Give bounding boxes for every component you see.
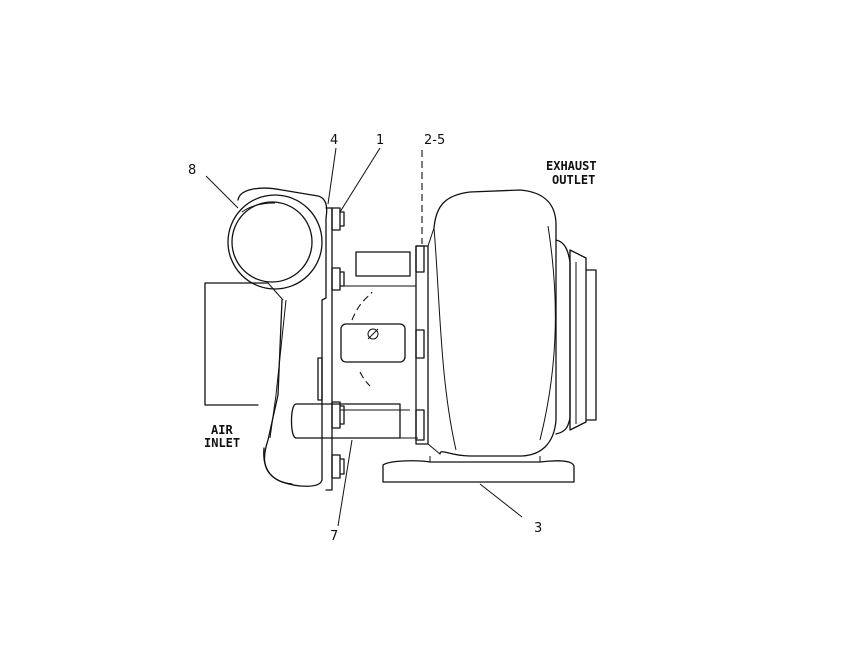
center-housing	[290, 251, 418, 439]
exhaust-outlet-label-line1: EXHAUST	[546, 159, 597, 173]
exhaust-outlet-label-line2: OUTLET	[552, 173, 595, 187]
air-inlet-label-line2: INLET	[204, 436, 240, 450]
leader-8	[205, 175, 239, 209]
callout-3: 3	[534, 521, 542, 536]
compressor-housing	[204, 187, 328, 487]
callout-1: 1	[376, 133, 384, 148]
turbine-housing	[433, 189, 557, 457]
compressor-bolts	[331, 207, 345, 479]
callout-8: 8	[188, 163, 196, 178]
turbine-bolts	[415, 245, 425, 441]
callout-4: 4	[330, 133, 338, 148]
air-inlet-label-line1: AIR	[211, 423, 233, 437]
callout-2-5: 2-5	[424, 133, 445, 148]
exhaust-outlet-flange	[555, 239, 597, 435]
leader-lines	[205, 147, 523, 527]
callout-7: 7	[330, 529, 338, 544]
leader-3	[479, 483, 523, 518]
turbine-mounting-foot	[382, 456, 575, 483]
leader-4	[327, 147, 337, 205]
compressor-outlet-pipe	[227, 194, 323, 290]
leader-7	[337, 439, 353, 527]
compressor-flange-plate	[325, 207, 333, 491]
leader-1	[339, 147, 381, 213]
